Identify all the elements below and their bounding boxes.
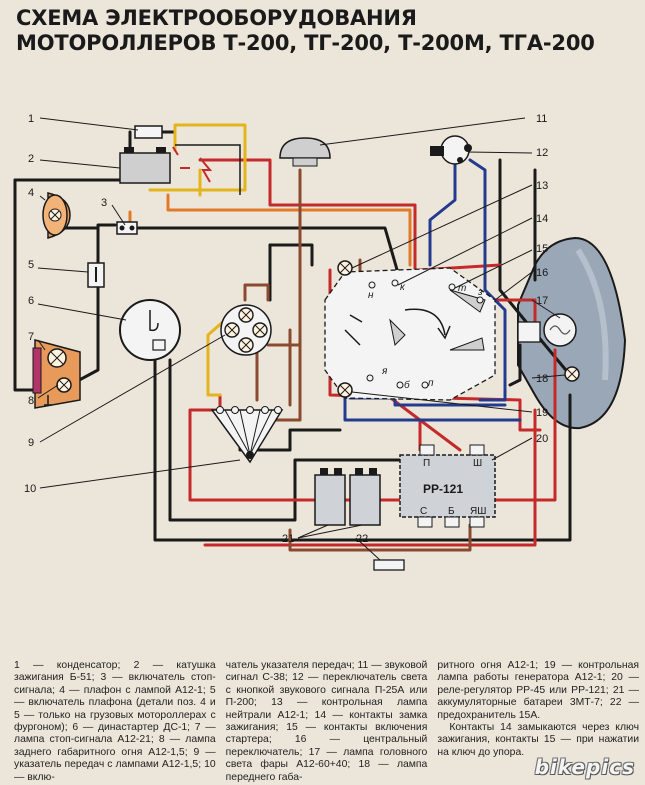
switch-contact-p: п xyxy=(428,378,434,389)
gear-indicator xyxy=(220,304,272,356)
callout-9: 9 xyxy=(28,437,34,449)
diagram-title: СХЕМА ЭЛЕКТРООБОРУДОВАНИЯ МОТОРОЛЛЕРОВ Т… xyxy=(16,6,636,56)
dome-lamp xyxy=(42,192,71,239)
condenser xyxy=(134,125,163,139)
dynastarter xyxy=(119,299,181,361)
legend-column-1: 1 — конденсатор; 2 — катушка зажигания Б… xyxy=(14,660,216,784)
generator-indicator-lamp xyxy=(337,382,353,398)
legend-text-2: чатель указателя передач; 11 — звуковой … xyxy=(225,660,428,783)
callout-7: 7 xyxy=(28,331,34,343)
gear-indicator-switch xyxy=(210,406,284,464)
callout-6: 6 xyxy=(28,295,34,307)
callout-12: 12 xyxy=(536,147,548,159)
relay-terminal-p: П xyxy=(423,458,430,469)
front-parking-lamp xyxy=(564,366,580,382)
legend-text-3b: Контакты 14 замыкаются через ключ зажига… xyxy=(437,722,640,758)
callout-16: 16 xyxy=(536,267,548,279)
neutral-indicator-lamp xyxy=(337,260,353,276)
relay-terminal-b: Б xyxy=(448,506,455,517)
callout-leaders xyxy=(37,117,566,561)
headlight-connector xyxy=(517,321,541,343)
callout-1: 1 xyxy=(28,113,34,125)
legend-text-1: 1 — конденсатор; 2 — катушка зажигания Б… xyxy=(14,660,216,783)
callout-4: 4 xyxy=(28,187,34,199)
switch-contact-z: з xyxy=(477,287,483,298)
relay-label: РР-121 xyxy=(423,482,463,496)
callout-20: 20 xyxy=(536,433,548,445)
legend: 1 — конденсатор; 2 — катушка зажигания Б… xyxy=(14,660,639,784)
callout-2: 2 xyxy=(28,153,34,165)
legend-column-3: ритного огня А12-1; 19 — контрольная лам… xyxy=(437,660,639,784)
fuse xyxy=(373,559,405,571)
callout-8: 8 xyxy=(28,395,34,407)
switch-contact-n: н xyxy=(368,290,374,301)
switch-contact-ya: я xyxy=(381,366,388,377)
dome-lamp-switch xyxy=(87,262,105,288)
callout-5: 5 xyxy=(28,259,34,271)
horn xyxy=(279,137,331,167)
relay-terminal-s: С xyxy=(420,506,427,517)
light-switch xyxy=(430,135,472,165)
watermark-logo: bikepics xyxy=(534,755,635,779)
callout-22: 22 xyxy=(356,533,368,545)
callout-11: 11 xyxy=(536,113,547,125)
callout-numbers: 1 2 3 4 5 6 7 8 9 10 11 12 13 14 15 16 1… xyxy=(24,113,548,545)
relay-terminal-sh: Ш xyxy=(473,458,482,469)
callout-14: 14 xyxy=(536,213,548,225)
relay-terminal-yash: ЯШ xyxy=(470,506,486,517)
ignition-coil xyxy=(119,144,241,195)
title-line-2: МОТОРОЛЛЕРОВ Т-200, ТГ-200, Т-200М, ТГА-… xyxy=(16,31,595,55)
callout-13: 13 xyxy=(536,180,548,192)
switch-contact-k: к xyxy=(400,282,406,293)
callout-15: 15 xyxy=(536,243,548,255)
callout-18: 18 xyxy=(536,373,548,385)
batteries xyxy=(314,468,381,526)
headlight-housing xyxy=(517,236,627,430)
stop-signal-switch xyxy=(116,221,138,235)
central-switch xyxy=(324,267,496,401)
switch-contact-t: т xyxy=(458,283,466,294)
wiring-diagram: РР-121 П Ш С Б ЯШ н к т я б п з xyxy=(13,113,627,571)
callout-3: 3 xyxy=(101,197,107,209)
rear-lamp xyxy=(32,339,81,409)
switch-contact-b: б xyxy=(404,379,410,391)
callout-19: 19 xyxy=(536,407,548,419)
callout-10: 10 xyxy=(24,483,36,495)
title-line-1: СХЕМА ЭЛЕКТРООБОРУДОВАНИЯ xyxy=(16,6,417,30)
legend-text-3a: ритного огня А12-1; 19 — контрольная лам… xyxy=(437,660,640,721)
relay-regulator xyxy=(399,444,496,528)
callout-21: 21 xyxy=(282,533,294,545)
legend-column-2: чатель указателя передач; 11 — звуковой … xyxy=(226,660,428,784)
callout-17: 17 xyxy=(536,295,548,307)
